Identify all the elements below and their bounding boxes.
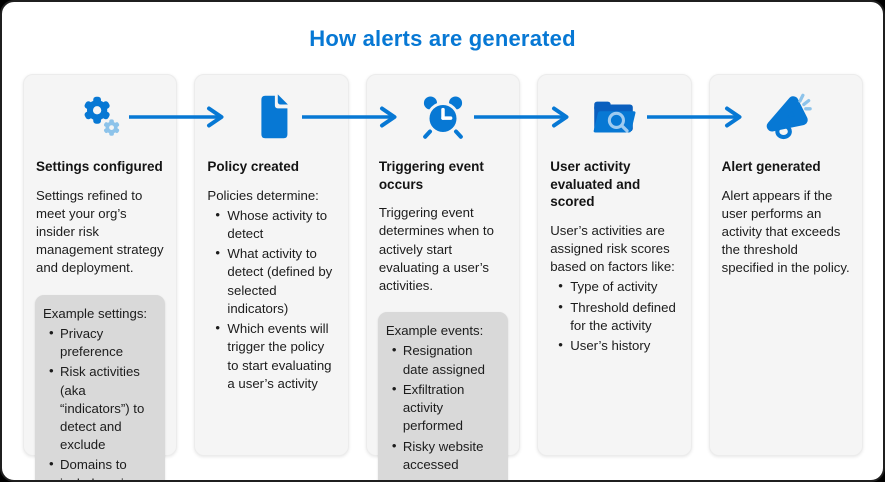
list-item: Type of activity [549, 277, 679, 296]
step-title: User activity evaluated and scored [550, 159, 641, 210]
example-settings-list: Privacy preference Risk activities (aka … [43, 324, 158, 480]
step-card-settings-configured: Settings configured Settings refined to … [23, 74, 178, 480]
step-card-alert-generated: Alert generated Alert appears if the use… [708, 74, 864, 456]
step-title: Settings configured [36, 159, 163, 174]
step-title: Policy created [207, 159, 299, 174]
list-item: Exfiltration activity performed [386, 380, 501, 436]
list-item: Domains to include or ignore [43, 455, 158, 480]
list-item: What activity to detect (defined by sele… [206, 244, 336, 318]
example-events-box: Example events: Resignation date assigne… [377, 312, 509, 480]
megaphone-icon [721, 89, 851, 145]
settings-gears-icon [35, 89, 165, 145]
list-item: Resignation date assigned [386, 341, 501, 378]
example-settings-box: Example settings: Privacy preference Ris… [35, 294, 166, 480]
list-item: Risk activities (aka “indicators”) to de… [43, 362, 158, 454]
step-card-activity-scored: User activity evaluated and scored User’… [537, 74, 692, 456]
flow-arrow [129, 106, 224, 128]
document-icon [206, 89, 336, 145]
step-title: Triggering event occurs [378, 159, 484, 192]
example-box-heading: Example settings: [43, 305, 148, 321]
step-description: Settings refined to meet your org’s insi… [36, 187, 164, 276]
diagram-title: How alerts are generated [309, 26, 576, 51]
policy-bullet-list: Whose activity to detect What activity t… [206, 206, 336, 393]
steps-row: Settings configured Settings refined to … [23, 74, 864, 480]
example-events-list: Resignation date assigned Exfiltration a… [386, 341, 501, 474]
step-card-triggering-event: Triggering event occurs Triggering event… [365, 74, 521, 480]
list-item: Which events will trigger the policy to … [206, 319, 336, 393]
flow-arrow [647, 106, 742, 128]
step-description: Triggering event determines when to acti… [378, 205, 494, 293]
example-box-heading: Example events: [385, 323, 484, 339]
folder-search-icon [549, 89, 679, 145]
step-description: Policies determine: [207, 187, 319, 203]
risk-factors-list: Type of activity Threshold defined for t… [549, 277, 679, 355]
list-item: Whose activity to detect [206, 206, 336, 243]
flow-arrow [474, 106, 569, 128]
list-item: Privacy preference [43, 324, 158, 361]
step-title: Alert generated [721, 159, 821, 174]
list-item: Risky website accessed [386, 436, 501, 474]
alarm-clock-icon [378, 89, 508, 145]
step-description: Alert appears if the user performs an ac… [721, 187, 850, 276]
flow-arrow [302, 106, 397, 128]
step-card-policy-created: Policy created Policies determine: Whose… [194, 74, 349, 456]
step-description: User’s activities are assigned risk scor… [550, 222, 675, 275]
list-item: Threshold defined for the activity [549, 298, 679, 335]
list-item: User’s history [549, 336, 679, 355]
